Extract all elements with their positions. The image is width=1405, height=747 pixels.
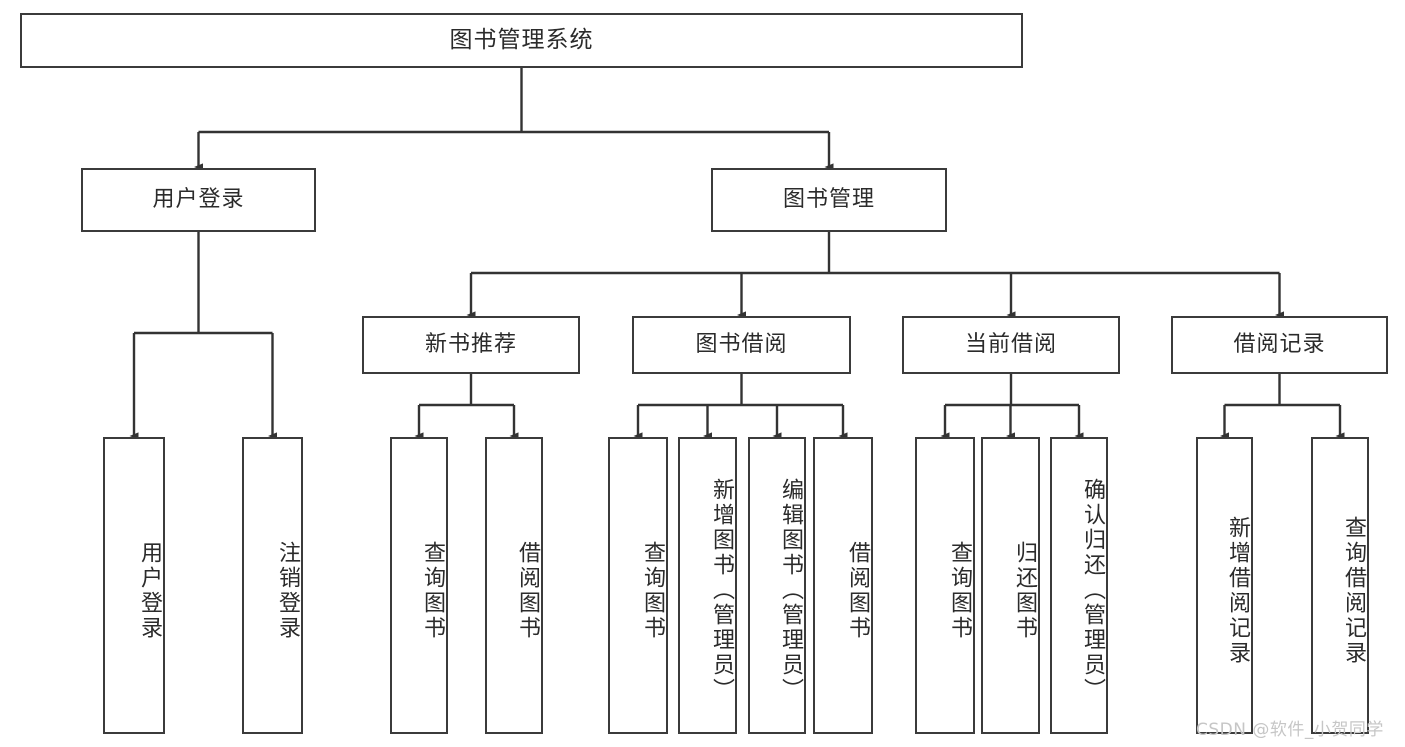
node-leaf10[interactable]: 归还图书 [981,437,1040,734]
node-label: 图书管理系统 [449,27,594,54]
node-borrow[interactable]: 图书借阅 [632,316,851,374]
node-label: 当前借阅 [964,332,1057,358]
node-bookmgmt[interactable]: 图书管理 [711,168,947,232]
node-leaf7[interactable]: 编辑图书（管理员） [748,437,806,734]
node-label: 查询图书 [947,540,972,641]
node-leaf12[interactable]: 新增借阅记录 [1196,437,1253,734]
node-leaf9[interactable]: 查询图书 [915,437,975,734]
node-label: 图书管理 [782,187,875,213]
node-leaf5[interactable]: 查询图书 [608,437,668,734]
node-leaf13[interactable]: 查询借阅记录 [1311,437,1369,734]
node-login[interactable]: 用户登录 [81,168,316,232]
node-records[interactable]: 借阅记录 [1171,316,1388,374]
node-leaf8[interactable]: 借阅图书 [813,437,873,734]
node-label: 查询图书 [640,540,665,641]
node-leaf11[interactable]: 确认归还（管理员） [1050,437,1108,734]
node-label: 编辑图书（管理员） [778,478,803,703]
node-label: 新书推荐 [424,332,517,358]
node-current[interactable]: 当前借阅 [902,316,1120,374]
node-label: 查询图书 [420,540,445,641]
node-label: 新增图书（管理员） [709,478,734,703]
node-label: 确认归还（管理员） [1080,478,1105,703]
node-label: 借阅记录 [1233,332,1326,358]
node-leaf4[interactable]: 借阅图书 [485,437,543,734]
node-leaf2[interactable]: 注销登录 [242,437,303,734]
node-label: 新增借阅记录 [1225,515,1250,666]
node-label: 查询借阅记录 [1341,515,1366,666]
edge-group [129,68,1345,440]
node-newbook[interactable]: 新书推荐 [362,316,580,374]
node-leaf1[interactable]: 用户登录 [103,437,165,734]
node-label: 图书借阅 [695,332,788,358]
node-label: 用户登录 [137,540,162,641]
node-label: 用户登录 [152,187,245,213]
node-label: 借阅图书 [845,540,870,641]
node-label: 归还图书 [1012,540,1037,641]
node-label: 注销登录 [275,540,300,641]
node-label: 借阅图书 [515,540,540,641]
node-leaf6[interactable]: 新增图书（管理员） [678,437,737,734]
node-root[interactable]: 图书管理系统 [20,13,1023,68]
node-leaf3[interactable]: 查询图书 [390,437,448,734]
